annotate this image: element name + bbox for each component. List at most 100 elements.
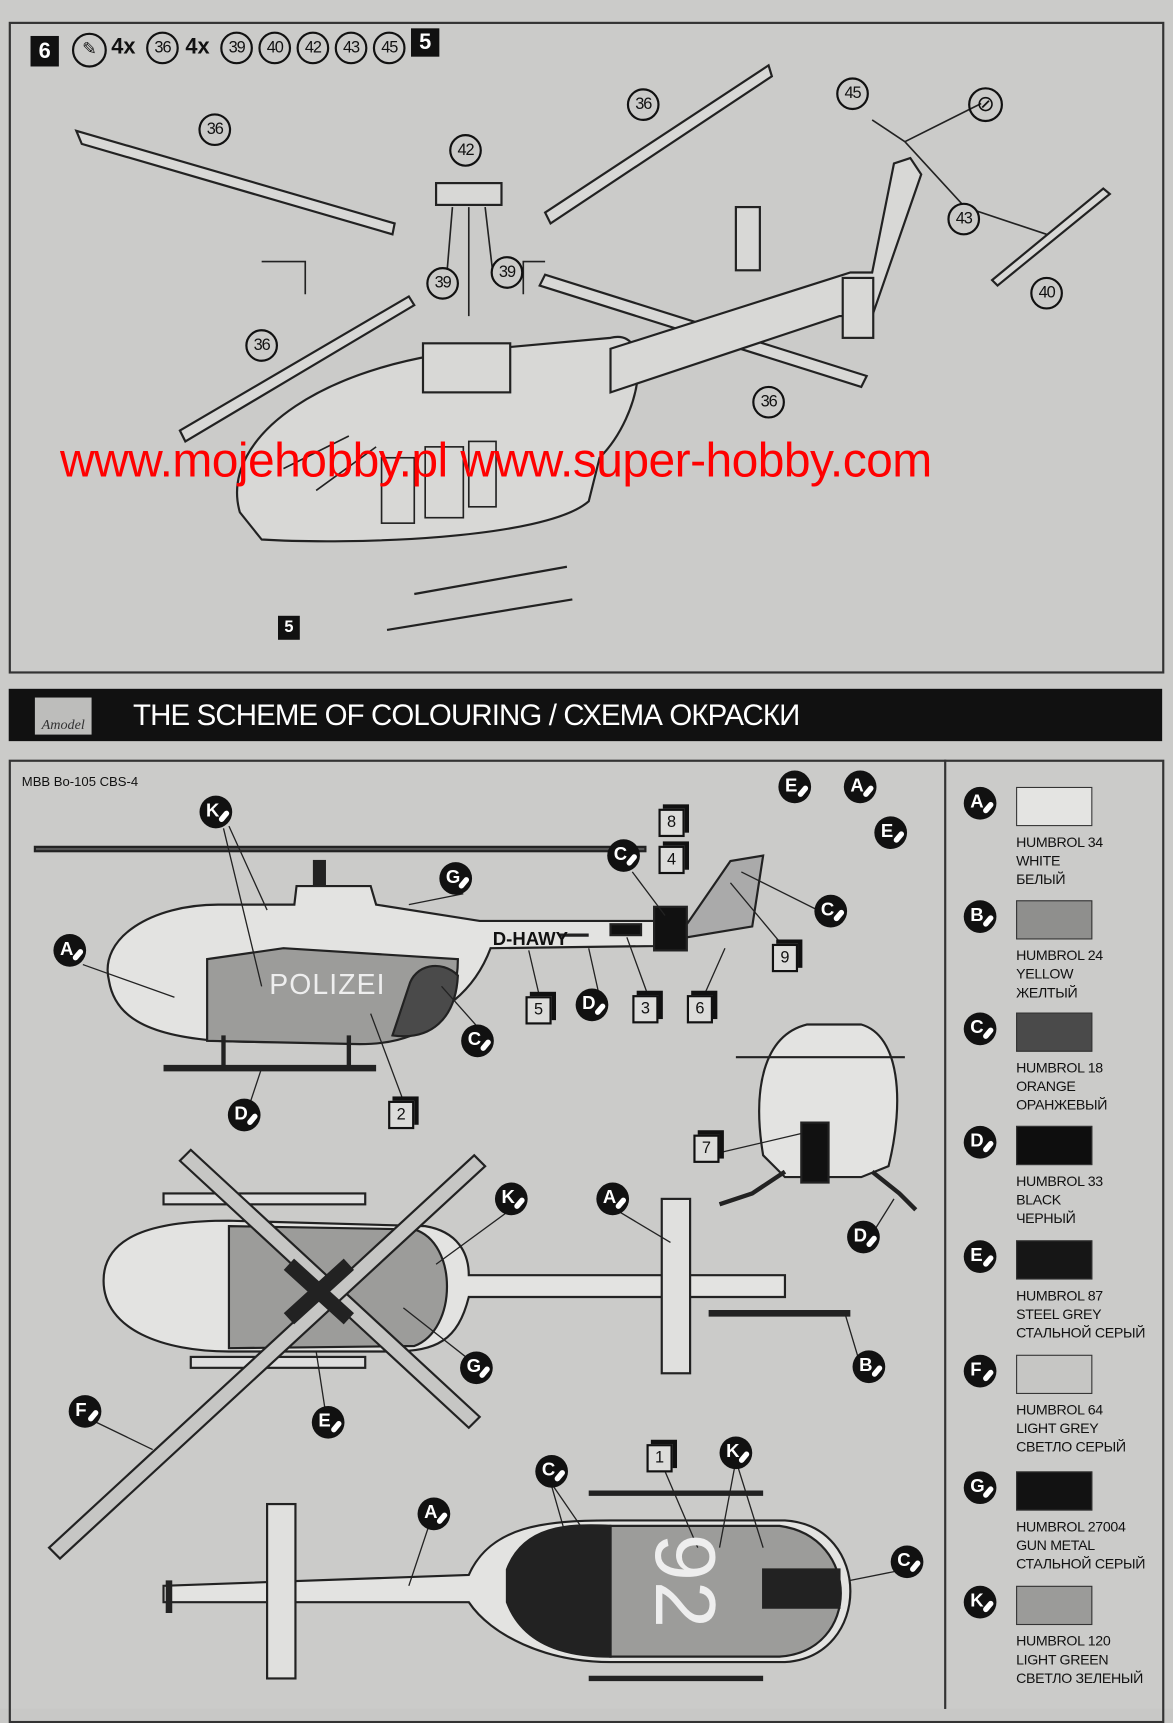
paint-callout: G [439,862,473,895]
quantity-label: 4x [185,34,210,59]
part-number: 39 [220,31,253,65]
assembly-step-panel [8,21,1165,674]
part-label: 42 [449,134,482,167]
decal-number: 5 [525,996,552,1025]
registration-marking: D-HAWY [492,928,568,950]
paint-callout: F [68,1395,102,1428]
paint-code: HUMBROL 24 [1016,947,1103,964]
color-swatch [1016,1354,1093,1394]
color-swatch [1016,1125,1093,1166]
paint-name-en: YELLOW [1016,965,1074,982]
decal-number: 7 [693,1134,720,1163]
paint-code: HUMBROL 64 [1016,1401,1103,1418]
paint-code: HUMBROL 33 [1016,1172,1103,1190]
paint-callout: C [814,894,848,928]
paint-callout: E [311,1405,345,1439]
section-title: THE SCHEME OF COLOURING / СХЕМА ОКРАСКИ [133,698,800,732]
reference-step-number: 5 [411,28,440,57]
part-label: 40 [1030,276,1063,310]
paint-letter-badge: G [963,1471,997,1505]
decal-number: 6 [686,995,713,1024]
paint-name-en: LIGHT GREEN [1016,1651,1109,1668]
paint-name-ru: СТАЛЬНОЙ СЕРЫЙ [1016,1555,1146,1572]
paint-code: HUMBROL 18 [1016,1059,1103,1076]
paint-name-en: STEEL GREY [1016,1305,1102,1323]
paint-code: HUMBROL 34 [1016,833,1103,851]
colouring-views-drawing [33,825,918,1682]
paint-name-en: ORANGE [1016,1077,1076,1095]
paint-letter-badge: B [963,900,997,933]
paint-callout: D [227,1098,261,1132]
decal-number: 3 [632,995,659,1024]
paint-name-ru: СВЕТЛО ЗЕЛЕНЫЙ [1016,1669,1143,1687]
reference-box: 5 [278,615,300,640]
part-label: 36 [752,385,785,419]
paint-name-ru: СВЕТЛО СЕРЫЙ [1016,1438,1126,1456]
color-swatch [1016,1240,1093,1280]
part-label: 36 [245,329,279,362]
part-number: 40 [258,31,292,65]
decal-number: 4 [658,845,685,875]
paint-name-ru: БЕЛЫЙ [1016,870,1066,888]
part-label: 36 [198,113,232,147]
paint-callout: G [460,1351,493,1385]
paint-code: HUMBROL 87 [1016,1287,1103,1304]
part-number: 43 [334,31,368,65]
paint-letter-badge: K [963,1585,997,1619]
paint-callout: K [719,1436,753,1470]
watermark-text: www.mojehobby.pl www.super-hobby.com [59,433,932,488]
paint-callout: D [575,988,609,1022]
decal-number: 1 [646,1444,673,1473]
paint-letter-badge: E [963,1240,997,1274]
paint-callout: C [535,1455,568,1488]
paint-name-ru: ОРАНЖЕВЫЙ [1016,1096,1108,1113]
color-swatch [1016,1585,1093,1626]
part-label: 36 [626,88,660,121]
paint-callout: B [852,1350,886,1384]
rotor-assembly-drawing [74,63,1112,632]
paint-letter-badge: C [963,1012,997,1046]
color-swatch [1016,1471,1093,1511]
paint-callout: A [843,770,877,804]
step-number: 6 [30,35,59,67]
paint-letter-badge: F [963,1354,997,1388]
color-swatch [1016,786,1093,827]
part-label: 45 [836,77,869,111]
glue-tube-icon: ✎ [71,32,107,68]
polizei-marking: POLIZEI [269,967,386,1001]
paint-callout: C [890,1545,924,1579]
paint-code: HUMBROL 27004 [1016,1518,1126,1535]
paint-name-ru: СТАЛЬНОЙ СЕРЫЙ [1016,1324,1146,1341]
paint-name-ru: ЖЕЛТЫЙ [1016,984,1078,1001]
paint-name-ru: ЧЕРНЫЙ [1016,1209,1076,1227]
paint-name-en: WHITE [1016,852,1061,869]
paint-callout: C [607,839,640,872]
decal-number: 2 [388,1100,415,1130]
legend-divider [944,759,947,1709]
paint-callout: A [417,1497,451,1531]
paint-callout: E [778,770,812,804]
quantity-label: 4x [111,34,136,59]
section-header: Amodel THE SCHEME OF COLOURING / СХЕМА О… [8,688,1163,742]
decal-number: 8 [658,808,685,838]
paint-callout: K [199,795,233,829]
paint-callout: C [461,1024,494,1058]
paint-letter-badge: D [963,1125,997,1159]
part-label: 39 [490,256,524,289]
paint-callout: A [53,934,87,967]
logo-text: Amodel [41,716,85,733]
paint-letter-badge: A [963,786,997,820]
part-number: 42 [296,31,330,65]
paint-code: HUMBROL 120 [1016,1632,1111,1650]
color-swatch [1016,900,1093,940]
paint-callout: K [494,1182,528,1216]
no-glue-icon: ⊘ [968,87,1003,123]
